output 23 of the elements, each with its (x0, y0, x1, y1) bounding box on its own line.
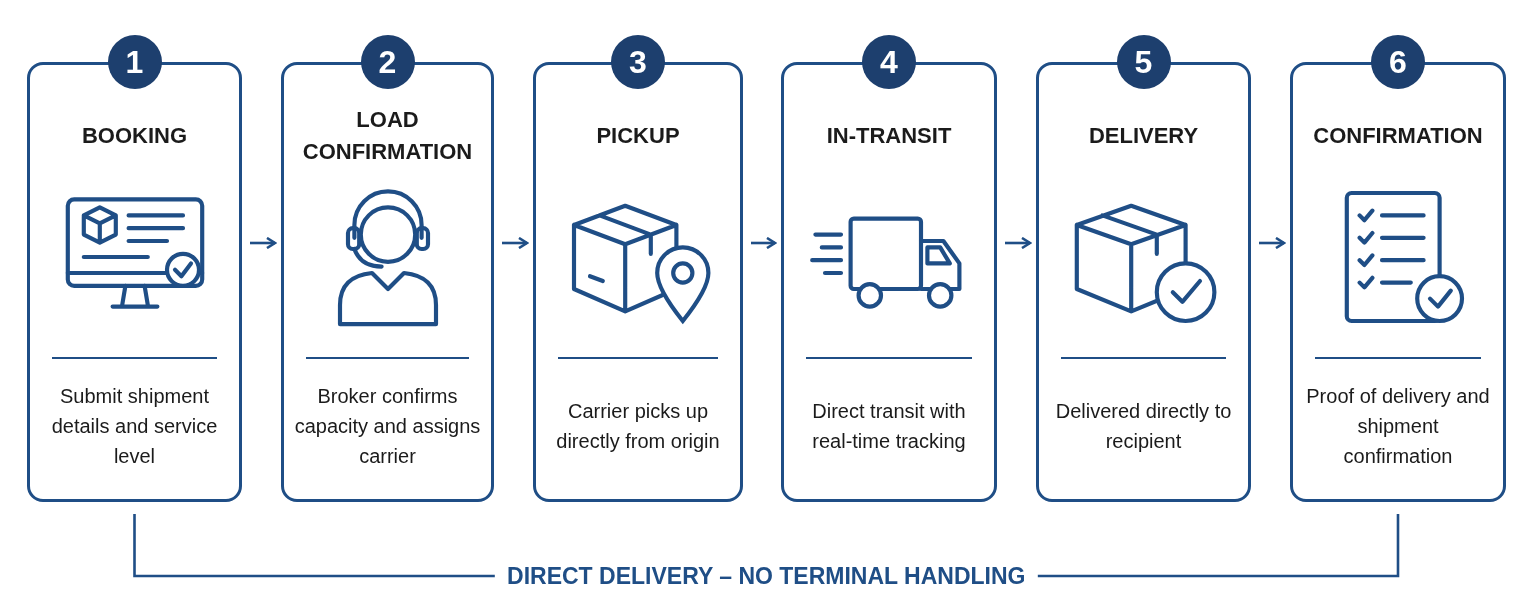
step-description: Delivered directly to recipient (1054, 399, 1233, 454)
step-title: LOAD CONFIRMATION (301, 106, 474, 166)
step-description: Direct transit with real-time tracking (811, 399, 967, 454)
step-number: 3 (611, 35, 665, 89)
step-title: PICKUP (596, 122, 680, 150)
arrow (1005, 236, 1032, 250)
step-description: Proof of delivery and shipment confirmation (1305, 384, 1491, 469)
step-number: 6 (1371, 35, 1425, 89)
step-description: Broker confirms capacity and assigns carrier (294, 384, 481, 469)
step-title: DELIVERY (1088, 122, 1199, 150)
step-description: Carrier picks up directly from origin (555, 399, 721, 454)
step-description: Submit shipment details and service level (50, 384, 219, 469)
arrow (751, 236, 777, 250)
arrow (250, 236, 277, 250)
step-title: BOOKING (81, 122, 188, 150)
step-number: 4 (862, 35, 916, 89)
step-title: IN-TRANSIT (826, 122, 952, 150)
step-number: 5 (1116, 35, 1171, 89)
step-title: CONFIRMATION (1313, 122, 1483, 150)
arrow (1259, 236, 1286, 250)
step-number: 1 (107, 35, 162, 89)
step-number: 2 (360, 35, 415, 89)
arrow (502, 236, 529, 250)
